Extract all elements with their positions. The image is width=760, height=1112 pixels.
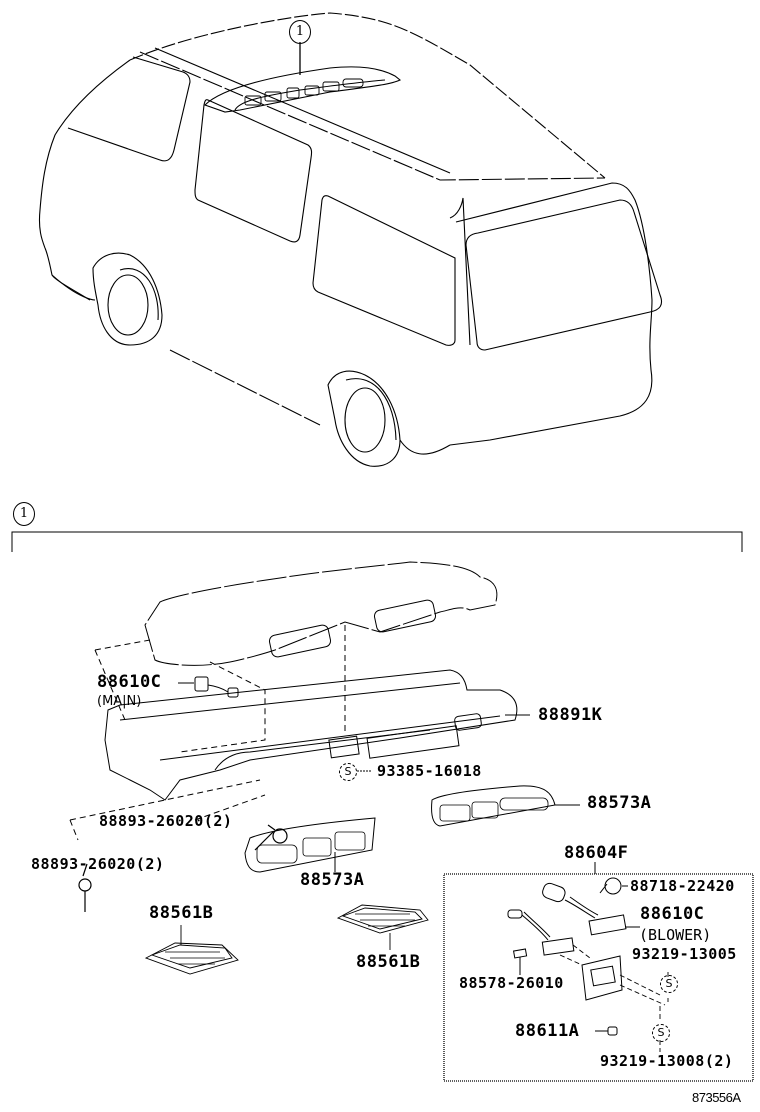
blower-switch-box bbox=[443, 862, 754, 1082]
callout-1-top[interactable]: 1 bbox=[289, 20, 311, 44]
grille-88561B-left bbox=[144, 925, 239, 975]
part-88610C-main[interactable]: 88610C bbox=[97, 672, 162, 692]
part-88578-26010[interactable]: 88578-26010 bbox=[459, 974, 564, 992]
part-88604F[interactable]: 88604F bbox=[564, 843, 629, 863]
part-88610C-main-note: (MA|N) bbox=[97, 694, 142, 709]
part-88893-26020-a[interactable]: 88893-26020(2) bbox=[99, 812, 233, 830]
part-88610C-blower[interactable]: 88610C bbox=[640, 904, 705, 924]
part-88893-26020-b[interactable]: 88893-26020(2) bbox=[31, 855, 165, 873]
part-88561B-left[interactable]: 88561B bbox=[149, 903, 214, 923]
part-88561B-right[interactable]: 88561B bbox=[356, 952, 421, 972]
vent-88573A-right bbox=[431, 785, 580, 827]
part-93219-13005[interactable]: 93219-13005 bbox=[632, 945, 737, 963]
part-93219-13008[interactable]: 93219-13008(2) bbox=[600, 1052, 734, 1070]
part-88611A[interactable]: 88611A bbox=[515, 1021, 580, 1041]
screw-right bbox=[254, 824, 288, 851]
callout-1-section: 1 bbox=[13, 502, 35, 526]
part-93385-16018[interactable]: 93385-16018 bbox=[377, 762, 482, 780]
section-frame bbox=[11, 531, 743, 552]
part-88573A-center[interactable]: 88573A bbox=[300, 870, 365, 890]
headliner-drawing bbox=[69, 561, 530, 912]
illustration-code: 873556A bbox=[692, 1090, 741, 1105]
vent-88573A-center bbox=[244, 817, 376, 873]
s-marker-93219-13008: S bbox=[652, 1024, 670, 1042]
part-88573A-right[interactable]: 88573A bbox=[587, 793, 652, 813]
s-marker-93385: S bbox=[339, 763, 357, 781]
s-marker-93219-13005: S bbox=[660, 975, 678, 993]
grille-88561B-right bbox=[336, 904, 429, 950]
part-88718-22420[interactable]: 88718-22420 bbox=[630, 877, 735, 895]
van-illustration bbox=[38, 12, 663, 467]
part-88891K[interactable]: 88891K bbox=[538, 705, 603, 725]
screw-left bbox=[78, 863, 92, 912]
part-88610C-blower-note: (BLOWER) bbox=[639, 926, 712, 944]
